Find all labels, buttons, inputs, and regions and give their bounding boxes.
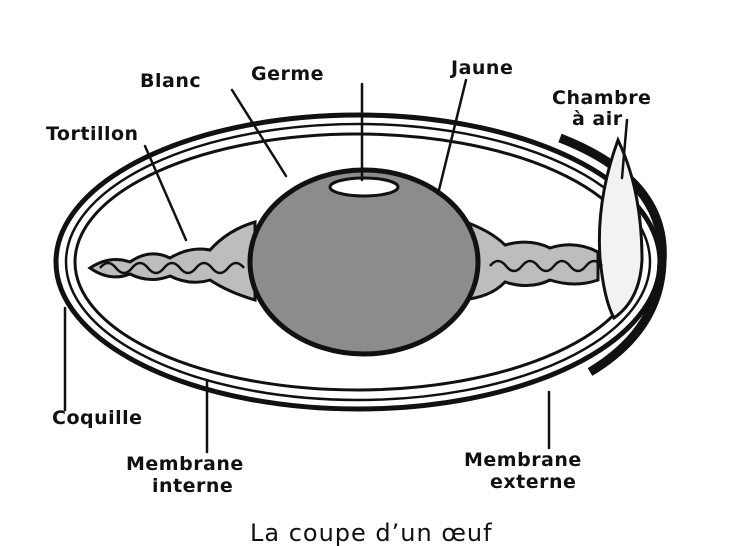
diagram-caption: La coupe d’un œuf (250, 519, 493, 546)
label-membrane-externe-line1: Membrane (464, 449, 582, 471)
label-membrane-interne-line1: Membrane (126, 453, 244, 475)
label-membrane-externe-line2: externe (490, 471, 576, 493)
yolk (250, 170, 478, 354)
label-coquille: Coquille (52, 407, 143, 429)
germinal-disc (330, 178, 398, 196)
label-tortillon: Tortillon (46, 123, 139, 145)
label-jaune: Jaune (449, 57, 513, 79)
label-chambre-line1: Chambre (552, 87, 651, 109)
label-chambre-line2: à air (572, 108, 623, 130)
label-germe: Germe (251, 63, 324, 85)
air-chamber (599, 140, 642, 318)
label-blanc: Blanc (140, 70, 201, 92)
label-membrane-interne-line2: interne (152, 475, 233, 497)
